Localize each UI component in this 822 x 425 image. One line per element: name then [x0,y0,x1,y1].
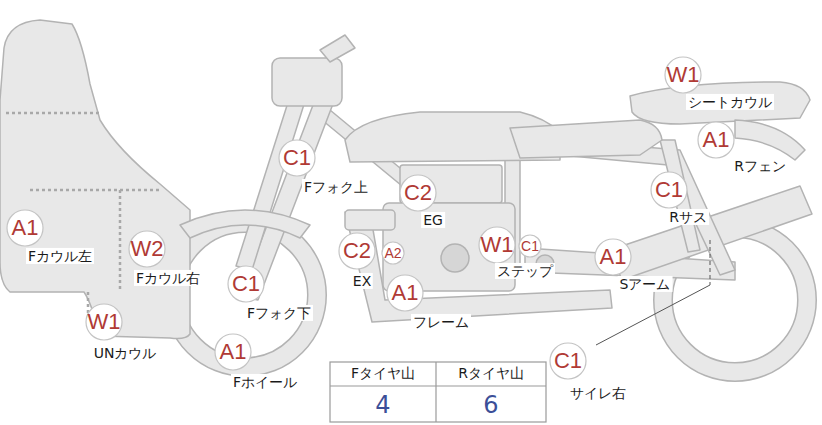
tire-table [330,362,546,422]
damage-callout: W2Fカウル右 [128,230,166,268]
damage-callout: A1Rフェン [697,121,735,159]
damage-callout: C2EX [338,232,376,270]
damage-callout: C1 [518,234,542,258]
part-name: Rフェン [732,158,788,174]
damage-callout: C1Fフォク上 [278,139,316,177]
damage-callout: W1シートカウル [664,56,702,94]
damage-callout: A1Fホイール [214,333,252,371]
part-name: EX [351,273,373,289]
callout-number: C1 [278,139,316,177]
part-name: Fホイール [231,374,299,390]
part-name: サイレ右 [568,385,628,401]
damage-callout: C2EG [399,174,437,212]
part-name: Fフォク下 [245,305,313,321]
callout-number: W1 [664,56,702,94]
callout-number: W1 [85,303,123,341]
damage-callout: W1ステップ [478,226,516,264]
part-name: Sアーム [618,276,673,292]
callout-number: C1 [650,171,688,209]
callout-number: A1 [214,333,252,371]
part-name: Rサス [667,209,709,225]
callout-number: C2 [338,232,376,270]
table-header: Fタイヤ山 [351,365,415,383]
part-name: シートカウル [686,94,774,110]
callout-number: A1 [697,121,735,159]
table-value: 6 [483,391,498,419]
damage-callout: C1Rサス [650,171,688,209]
part-name: Fフォク上 [302,179,370,195]
part-name: Fカウル右 [134,270,202,286]
callout-number: C2 [399,174,437,212]
damage-callout: W1UNカウル [85,303,123,341]
callout-number: W1 [478,226,516,264]
part-name: Fカウル左 [26,248,94,264]
callout-number: W2 [128,230,166,268]
damage-callout: A1フレーム [386,274,424,312]
damage-callout: C1サイレ右 [549,342,587,380]
damage-callout: A2 [381,241,405,265]
part-name: ステップ [495,263,555,279]
callout-number: A1 [6,209,44,247]
table-value: 4 [375,391,390,419]
callout-number: C1 [549,342,587,380]
callout-number: C1 [227,265,265,303]
damage-callout: A1Sアーム [594,238,632,276]
callout-number: A1 [594,238,632,276]
table-header: Rタイヤ山 [458,365,524,383]
callout-number: A1 [386,274,424,312]
callout-number: C1 [518,234,542,258]
damage-callout: C1Fフォク下 [227,265,265,303]
part-name: フレーム [411,314,471,330]
part-name: UNカウル [92,345,159,361]
callout-number: A2 [381,241,405,265]
damage-callout: A1Fカウル左 [6,209,44,247]
part-name: EG [421,212,445,228]
